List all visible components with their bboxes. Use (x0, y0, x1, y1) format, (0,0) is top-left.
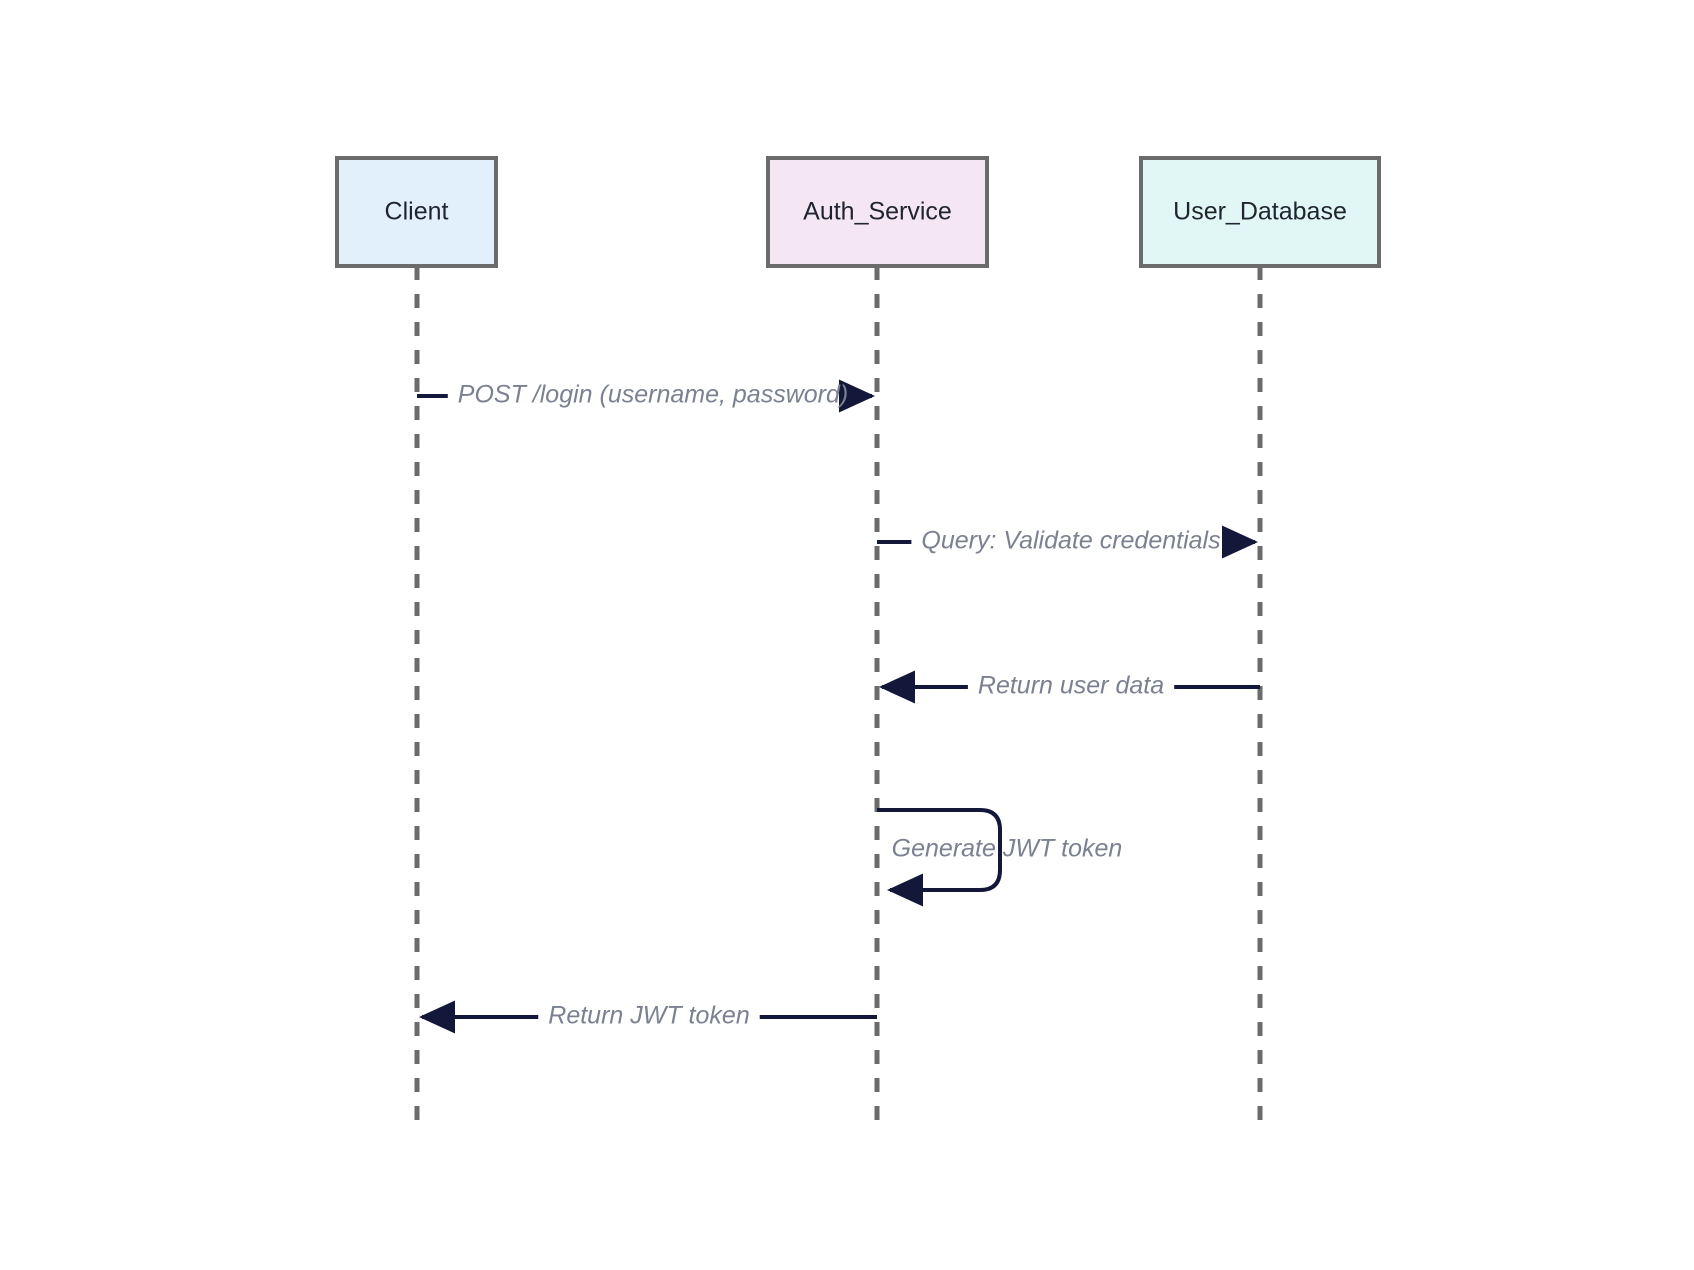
actor-user-database[interactable]: User_Database (1139, 156, 1381, 268)
message-label-return-jwt-token: Return JWT token (548, 1002, 749, 1030)
message-return-jwt-token[interactable]: Return JWT token (419, 1000, 877, 1034)
actor-auth-service[interactable]: Auth_Service (766, 156, 989, 268)
actor-label-client: Client (385, 198, 449, 226)
message-label-return-user-data: Return user data (978, 672, 1164, 700)
lifelines-group (414, 266, 1263, 1128)
actor-box-auth-service[interactable] (766, 156, 989, 268)
message-generate-jwt-token[interactable]: Generate JWT token (877, 808, 1123, 907)
message-label-post-login: POST /login (username, password) (458, 381, 848, 409)
actor-box-user-database[interactable] (1139, 156, 1381, 268)
actor-box-client[interactable] (335, 156, 498, 268)
actor-label-auth-service: Auth_Service (803, 198, 952, 226)
message-label-query-validate-credentials: Query: Validate credentials (921, 527, 1220, 555)
actor-label-user-database: User_Database (1173, 198, 1347, 226)
message-label-generate-jwt-token: Generate JWT token (892, 835, 1123, 863)
message-post-login[interactable]: POST /login (username, password) (417, 379, 875, 413)
message-selfloop-generate-jwt-token (877, 808, 1002, 907)
actor-client[interactable]: Client (335, 156, 498, 268)
message-query-validate-credentials[interactable]: Query: Validate credentials (877, 525, 1258, 559)
message-return-user-data[interactable]: Return user data (879, 670, 1260, 704)
